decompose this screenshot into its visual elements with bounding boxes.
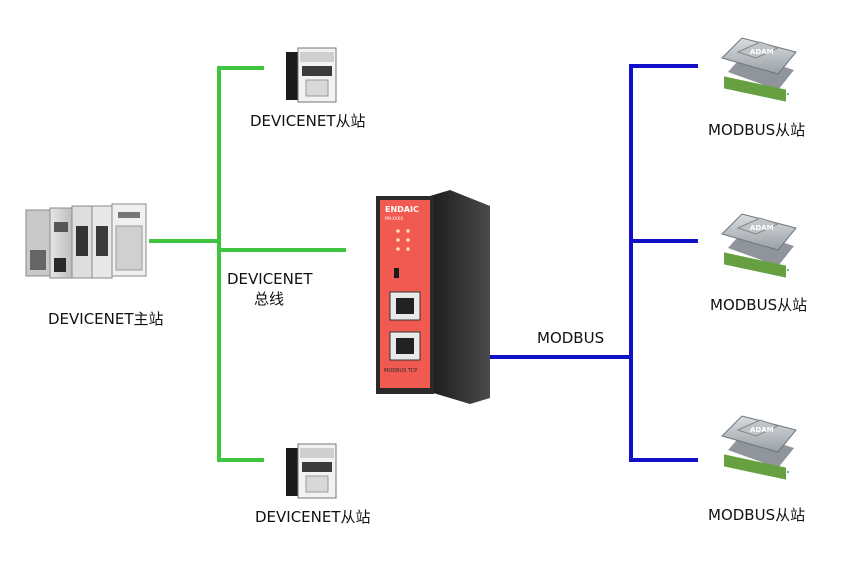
led-sys-icon <box>406 229 410 233</box>
gateway-model-text: PM-XXXX <box>385 216 403 221</box>
led-rx-icon <box>396 247 400 251</box>
gateway-image: ENDAIC PM-XXXX MODBUS TCP <box>376 190 490 404</box>
gateway-port-label: MODBUS TCP <box>384 368 417 374</box>
devicenet-master-label: DEVICENET主站 <box>48 310 164 328</box>
devicenet-slave-top-image <box>286 47 337 103</box>
modbus-slave-2-image: ADAM <box>721 213 797 278</box>
led-run-icon <box>406 238 410 242</box>
devicenet-bus <box>149 66 346 462</box>
devicenet-slave-bottom-image <box>286 443 337 499</box>
devicenet-slave-bottom-label: DEVICENET从站 <box>255 508 371 526</box>
devicenet-slave-top-label: DEVICENET从站 <box>250 112 366 130</box>
adam-brand-text: ADAM <box>750 48 774 56</box>
modbus-bus-label: MODBUS <box>537 329 605 347</box>
modbus-slave-3-label: MODBUS从站 <box>708 506 806 524</box>
devicenet-bus-label-line2: 总线 <box>254 290 285 308</box>
gateway-brand-text: ENDAIC <box>385 205 419 214</box>
plc-master-image <box>25 203 147 279</box>
modbus-slave-3-image: ADAM <box>721 415 797 480</box>
led-err-icon <box>406 247 410 251</box>
led-tx-icon <box>396 238 400 242</box>
modbus-slave-2-label: MODBUS从站 <box>710 296 808 314</box>
adam-brand-text: ADAM <box>750 224 774 232</box>
modbus-slave-1-label: MODBUS从站 <box>708 121 806 139</box>
usb-port-icon <box>394 268 399 278</box>
led-pwr-icon <box>396 229 400 233</box>
modbus-slave-1-image: ADAM <box>721 37 797 102</box>
devicenet-bus-label-line1: DEVICENET <box>227 270 313 288</box>
adam-brand-text: ADAM <box>750 426 774 434</box>
modbus-bus <box>488 64 698 462</box>
